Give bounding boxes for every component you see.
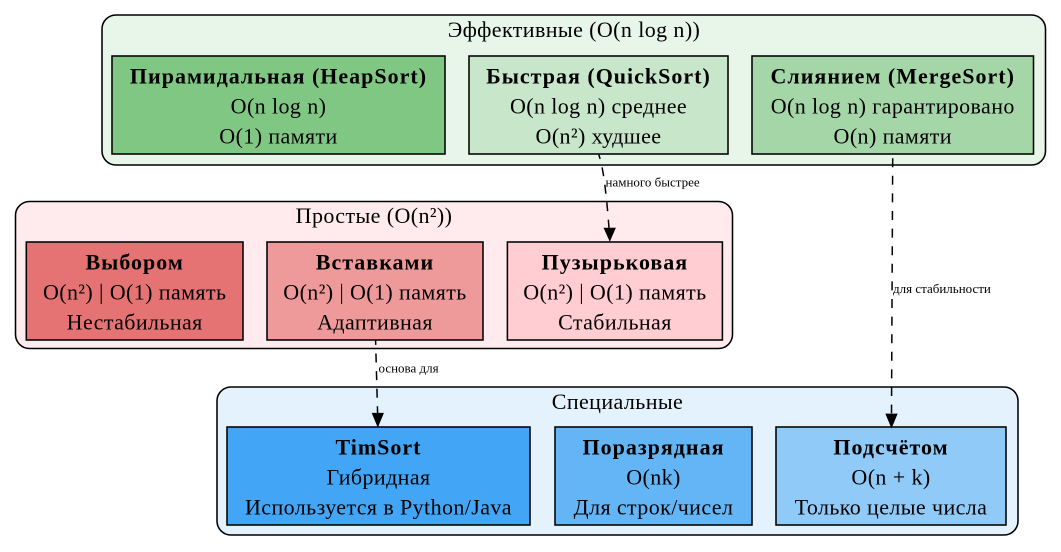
svg-text:O(n log n): O(n log n)	[231, 94, 327, 119]
svg-text:основа для: основа для	[379, 361, 439, 376]
svg-text:Быстрая (QuickSort): Быстрая (QuickSort)	[486, 64, 711, 89]
svg-text:O(n log n) среднее: O(n log n) среднее	[510, 94, 687, 119]
svg-text:Простые (O(n²)): Простые (O(n²))	[296, 203, 453, 228]
svg-text:O(nk): O(nk)	[626, 465, 681, 490]
svg-text:Стабильная: Стабильная	[558, 309, 672, 334]
svg-text:O(n²) | O(1) память: O(n²) | O(1) память	[43, 280, 226, 305]
svg-text:Специальные: Специальные	[552, 389, 683, 414]
svg-text:Пузырьковая: Пузырьковая	[542, 250, 689, 275]
svg-text:намного быстрее: намного быстрее	[606, 174, 700, 189]
svg-text:Пирамидальная (HeapSort): Пирамидальная (HeapSort)	[130, 64, 427, 89]
svg-text:O(n²) | O(1) память: O(n²) | O(1) память	[283, 280, 466, 305]
svg-text:Используется в Python/Java: Используется в Python/Java	[245, 494, 512, 519]
svg-text:Нестабильная: Нестабильная	[67, 309, 203, 334]
svg-text:O(n) памяти: O(n) памяти	[834, 123, 952, 148]
svg-text:TimSort: TimSort	[335, 435, 421, 460]
svg-text:Поразрядная: Поразрядная	[582, 435, 724, 460]
svg-text:O(n log n) гарантировано: O(n log n) гарантировано	[771, 94, 1015, 119]
svg-text:Гибридная: Гибридная	[326, 465, 430, 490]
svg-text:Выбором: Выбором	[86, 250, 184, 275]
svg-text:O(1) памяти: O(1) памяти	[219, 123, 337, 148]
svg-text:Эффективные (O(n log n)): Эффективные (O(n log n))	[448, 17, 701, 42]
svg-text:O(n²) | O(1) память: O(n²) | O(1) память	[523, 280, 706, 305]
svg-text:Для строк/чисел: Для строк/чисел	[574, 494, 734, 519]
svg-text:Вставками: Вставками	[316, 250, 434, 275]
svg-text:Только целые числа: Только целые числа	[795, 494, 988, 519]
svg-text:Подсчётом: Подсчётом	[833, 435, 948, 460]
svg-text:для стабильности: для стабильности	[893, 281, 991, 296]
svg-text:Адаптивная: Адаптивная	[317, 309, 433, 334]
svg-text:O(n + k): O(n + k)	[851, 465, 930, 490]
svg-text:O(n²) худшее: O(n²) худшее	[536, 123, 662, 148]
svg-text:Слиянием (MergeSort): Слиянием (MergeSort)	[771, 64, 1015, 89]
